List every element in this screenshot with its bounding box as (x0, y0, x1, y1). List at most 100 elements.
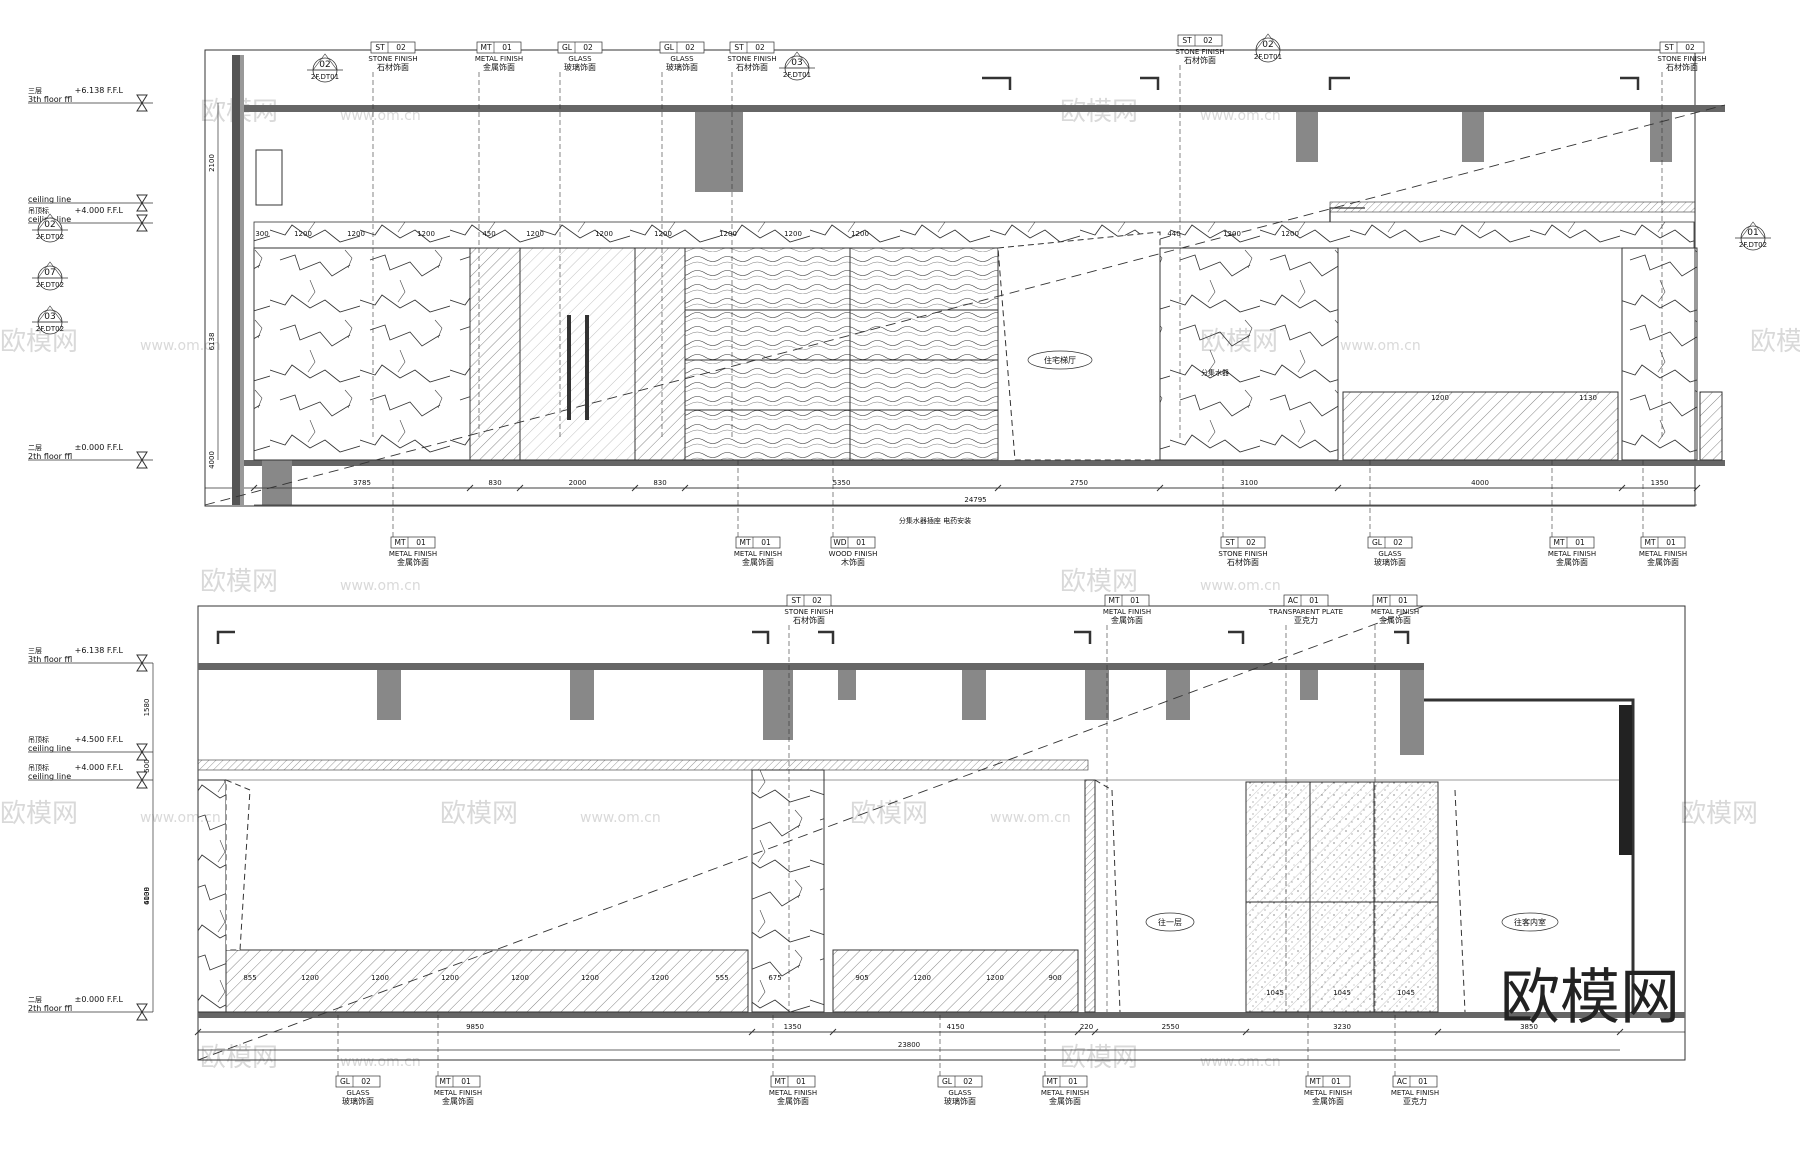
tag-code: AC (1288, 596, 1298, 605)
tag-chinese: 玻璃饰面 (944, 1096, 976, 1106)
tag-code: ST (791, 596, 801, 605)
tag-code: MT (739, 538, 750, 547)
tag-english: METAL FINISH (475, 55, 523, 63)
tag-code: ST (1225, 538, 1235, 547)
tag-number: 02 (755, 43, 765, 52)
level-value: +4.000 F.F.L (75, 206, 124, 215)
bottom-beam (1166, 670, 1190, 720)
tag-english: TRANSPARENT PLATE (1268, 608, 1343, 616)
section-sheet: 2F.DT01 (783, 71, 811, 79)
dimension-value: 2000 (569, 479, 587, 487)
vertical-dimension: 6138 (208, 333, 216, 351)
tag-number: 02 (1393, 538, 1403, 547)
level-triangle (136, 779, 148, 789)
level-cn: 三层 (28, 87, 42, 95)
top-beam (1462, 112, 1484, 162)
top-ceiling-band (253, 221, 1695, 249)
tag-english: GLASS (948, 1089, 972, 1097)
tag-english: METAL FINISH (1371, 608, 1419, 616)
panel-dimension: 1200 (784, 230, 802, 238)
dimension-value: 4150 (947, 1023, 965, 1031)
level-triangle (136, 194, 148, 204)
level-cn: 三层 (28, 647, 42, 655)
dimension-value: 830 (488, 479, 501, 487)
section-number: 02 (319, 60, 330, 70)
tag-code: MT (1046, 1077, 1057, 1086)
watermark-brand: 欧模网 (1060, 567, 1138, 597)
dimension-value: 2750 (1070, 479, 1088, 487)
watermark-brand: 欧模网 (0, 327, 78, 357)
level-cn: 吊顶标 (28, 763, 49, 772)
dimension-value: 3230 (1333, 1023, 1351, 1031)
panel-dimension: 1200 (986, 974, 1004, 982)
panel-dimension: 1200 (719, 230, 737, 238)
panel-dimension: 1200 (595, 230, 613, 238)
tag-english: GLASS (670, 55, 694, 63)
panel-dimension: 675 (768, 974, 781, 982)
tag-english: STONE FINISH (1218, 550, 1267, 558)
tag-number: 02 (1685, 43, 1695, 52)
top-note: 分集水器插座 电药安装 (899, 516, 971, 525)
tag-number: 01 (1331, 1077, 1341, 1086)
level-en: ceiling line (28, 744, 71, 753)
panel-dimension: 855 (243, 974, 256, 982)
panel-dimension: 1200 (1431, 394, 1449, 402)
tag-chinese: 石材饰面 (1227, 557, 1259, 567)
bottom-stone-column (751, 769, 825, 1013)
dimension-value: 5350 (833, 479, 851, 487)
bottom-slab (198, 663, 1424, 670)
level-triangle (136, 751, 148, 761)
tag-chinese: 金属饰面 (1556, 557, 1588, 567)
vertical-dimension: 500 (143, 759, 151, 772)
tag-code: WD (833, 538, 846, 547)
watermark-url: www.om.cn (340, 578, 421, 594)
top-beam (695, 112, 743, 192)
vertical-dimension: 1580 (143, 699, 151, 717)
tag-number: 02 (685, 43, 695, 52)
watermark-brand: 欧模网 (1680, 799, 1758, 829)
top-stone-right (1621, 247, 1698, 461)
panel-dimension: 1200 (651, 974, 669, 982)
level-value: ±0.000 F.F.L (75, 995, 124, 1004)
tag-english: METAL FINISH (389, 550, 437, 558)
tag-chinese: 玻璃饰面 (564, 62, 596, 72)
dimension-value: 1350 (1651, 479, 1669, 487)
top-slab (238, 105, 1725, 112)
bottom-beam (1400, 670, 1424, 755)
watermark-brand: 欧模网 (1750, 327, 1800, 357)
